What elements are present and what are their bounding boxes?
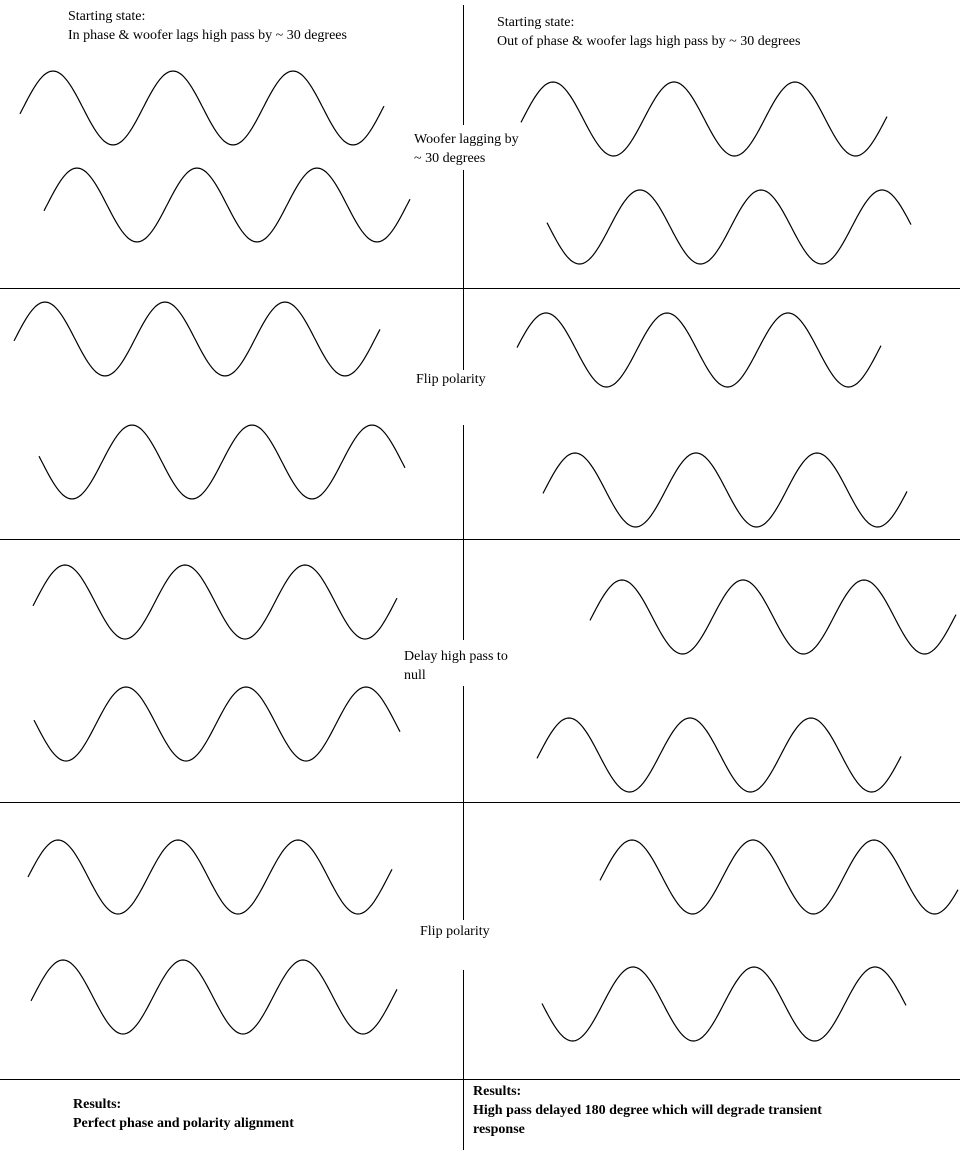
- flip-polarity-note-2: Flip polarity: [420, 924, 490, 939]
- woofer-lagging-note: Woofer lagging by ~ 30 degrees: [414, 130, 519, 168]
- wave-top-right-upper: [520, 81, 888, 157]
- top-left-heading: Starting state:: [68, 9, 146, 24]
- results-right-text: High pass delayed 180 degree which will …: [473, 1101, 822, 1139]
- woofer-lagging-line-1: Woofer lagging by: [414, 132, 519, 147]
- wave-flip2-left-lower: [30, 959, 398, 1035]
- wave-top-left-upper: [19, 70, 385, 146]
- wave-delay-left-upper: [32, 564, 398, 640]
- delay-high-pass-note: Delay high pass to null: [404, 647, 508, 685]
- wave-flip1-right-upper: [516, 312, 882, 388]
- top-right-description: Out of phase & woofer lags high pass by …: [497, 34, 801, 49]
- flip-polarity-note-1: Flip polarity: [416, 372, 486, 387]
- grid-lines: [0, 5, 960, 1150]
- wave-top-right-lower: [546, 189, 912, 265]
- top-left-description: In phase & woofer lags high pass by ~ 30…: [68, 28, 347, 43]
- wave-flip1-right-lower: [542, 452, 908, 528]
- delay-line-1: Delay high pass to: [404, 649, 508, 664]
- results-right-line-1: High pass delayed 180 degree which will …: [473, 1103, 822, 1118]
- sine-waves: [13, 70, 959, 1042]
- wave-delay-left-lower: [33, 686, 401, 762]
- woofer-lagging-line-2: ~ 30 degrees: [414, 151, 486, 166]
- results-left-text: Perfect phase and polarity alignment: [73, 1116, 294, 1131]
- wave-flip1-left-lower: [38, 424, 406, 500]
- wave-delay-right-lower: [536, 717, 902, 793]
- wave-flip1-left-upper: [13, 301, 381, 377]
- wave-flip2-left-upper: [27, 839, 393, 915]
- wave-flip2-right-lower: [541, 966, 907, 1042]
- results-right-heading: Results:: [473, 1084, 522, 1099]
- results-left-heading: Results:: [73, 1097, 122, 1112]
- wave-top-left-lower: [43, 167, 411, 243]
- results-right-line-2: response: [473, 1122, 525, 1137]
- wave-flip2-right-upper: [599, 839, 959, 915]
- wave-delay-right-upper: [589, 579, 957, 655]
- top-right-heading: Starting state:: [497, 15, 575, 30]
- delay-line-2: null: [404, 668, 426, 683]
